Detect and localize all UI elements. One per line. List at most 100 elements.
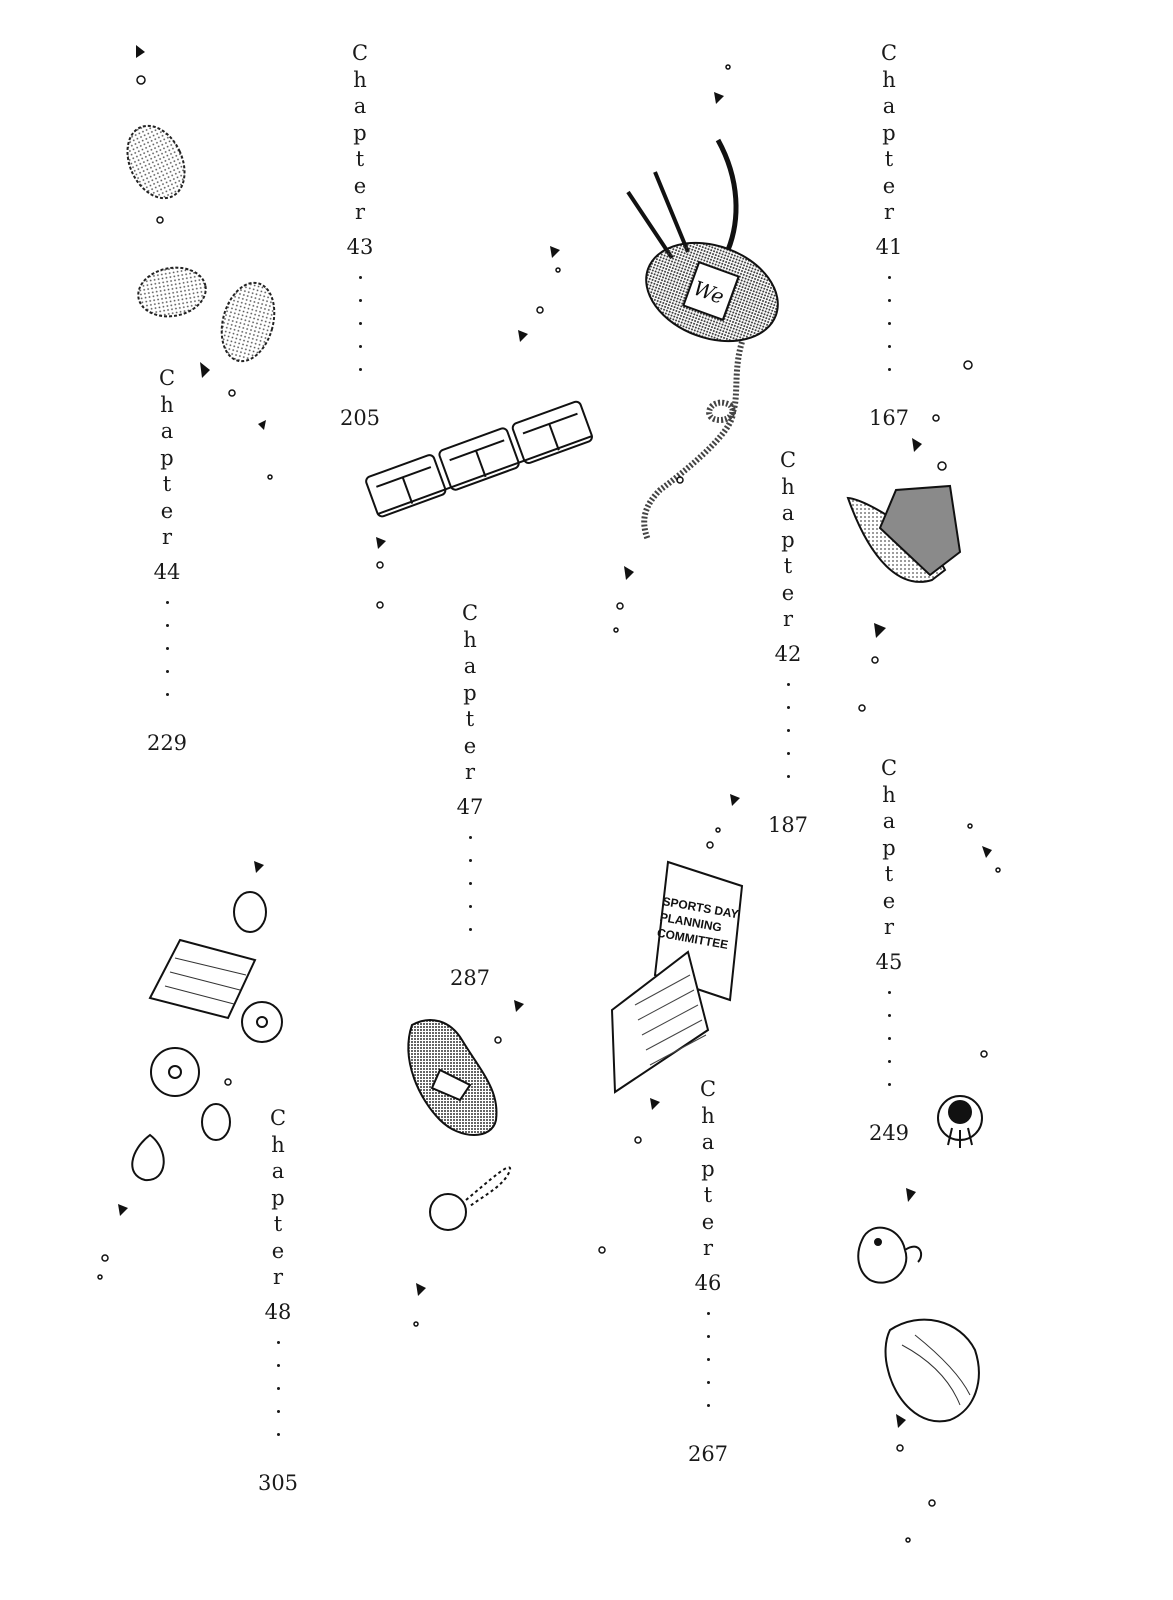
chapter-label-letter: C	[779, 448, 797, 472]
chapter-label-letter: e	[781, 580, 795, 605]
hat-icon	[846, 484, 962, 583]
sneaker-icon	[407, 1019, 498, 1136]
chapter-label-letter: p	[353, 120, 367, 145]
chapter-label-letter: t	[703, 1183, 713, 1207]
chapter-label-letter: p	[701, 1156, 715, 1181]
yarn-ball-icon: We	[626, 138, 779, 542]
chapter-label-letter: h	[463, 627, 477, 652]
chapter-label-letter: C	[699, 1077, 717, 1101]
chapter-label-letter: r	[272, 1265, 284, 1289]
leader-dots	[887, 981, 891, 1096]
leader-dots	[706, 1302, 710, 1417]
chapter-label-letter: r	[883, 200, 895, 224]
chapter-label-letter: C	[880, 41, 898, 65]
flower-icon	[131, 891, 283, 1182]
leader-dots	[165, 591, 169, 706]
page-number: 229	[146, 730, 188, 755]
chapter-label-letter: a	[701, 1130, 715, 1154]
page-number: 167	[868, 405, 910, 430]
bird-icon	[857, 1226, 923, 1284]
chapter-label-letter: a	[882, 809, 896, 833]
chapter-label-letter: p	[882, 835, 896, 860]
chapter-label-letter: e	[160, 498, 174, 523]
chapter-label-letter: C	[158, 366, 176, 390]
chapter-number: 45	[875, 949, 903, 974]
chapter-number: 48	[264, 1299, 292, 1324]
bubble-decorations	[97, 64, 1001, 1543]
leader-dots	[887, 266, 891, 381]
chapter-label-letter: a	[353, 94, 367, 118]
chapter-label-letter: t	[355, 147, 365, 171]
page-number: 267	[687, 1441, 729, 1466]
chapter-label-letter: p	[463, 680, 477, 705]
chapter-label-letter: h	[882, 782, 896, 807]
chapter-label-letter: r	[354, 200, 366, 224]
chapter-label-letter: t	[162, 472, 172, 496]
chapter-label-letter: e	[353, 173, 367, 198]
chapter-label-letter: e	[882, 173, 896, 198]
chapter-label-letter: p	[781, 527, 795, 552]
chapter-number: 46	[694, 1270, 722, 1295]
arrow-decorations	[118, 45, 992, 1428]
chapter-label-letter: h	[271, 1132, 285, 1157]
chapter-label-letter: h	[781, 474, 795, 499]
page-number: 287	[449, 965, 491, 990]
chapter-number: 42	[774, 641, 802, 666]
page-number: 249	[868, 1120, 910, 1145]
chapter-label-letter: r	[883, 915, 895, 939]
cat-keychain-icon	[429, 1166, 512, 1231]
chapter-label-letter: e	[271, 1238, 285, 1263]
chapter-label-letter: a	[882, 94, 896, 118]
chapter-number: 44	[153, 559, 181, 584]
chapter-number: 43	[346, 234, 374, 259]
bread-icon	[884, 1318, 980, 1423]
chapter-label-letter: r	[782, 607, 794, 631]
leader-dots	[276, 1331, 280, 1446]
leader-dots	[468, 826, 472, 941]
chapter-label-letter: h	[160, 392, 174, 417]
chapter-label-letter: C	[880, 756, 898, 780]
chapter-label-letter: C	[351, 41, 369, 65]
chapter-label-letter: a	[463, 654, 477, 678]
chapter-label-letter: a	[160, 419, 174, 443]
chapter-number: 47	[456, 794, 484, 819]
chapter-label-letter: h	[353, 67, 367, 92]
chapter-label-letter: C	[461, 601, 479, 625]
chapter-label-letter: p	[271, 1185, 285, 1210]
chapter-label-letter: t	[884, 862, 894, 886]
chapter-label-letter: p	[160, 445, 174, 470]
page-number: 187	[767, 812, 809, 837]
chapter-label-letter: r	[464, 760, 476, 784]
chapter-number: 41	[875, 234, 903, 259]
chapter-label-letter: e	[701, 1209, 715, 1234]
egg-icon	[126, 124, 276, 363]
berry-icon	[937, 1095, 983, 1148]
chapter-label-letter: a	[781, 501, 795, 525]
leader-dots	[358, 266, 362, 381]
leader-dots	[786, 673, 790, 788]
chapter-label-letter: t	[884, 147, 894, 171]
chapter-label-letter: h	[701, 1103, 715, 1128]
chapter-label-letter: p	[882, 120, 896, 145]
chapter-label-letter: t	[273, 1212, 283, 1236]
sports-day-poster-icon: SPORTS DAY PLANNING COMMITTEE	[610, 860, 744, 1094]
chapter-label-letter: a	[271, 1159, 285, 1183]
page-number: 205	[339, 405, 381, 430]
chapter-label-letter: t	[465, 707, 475, 731]
